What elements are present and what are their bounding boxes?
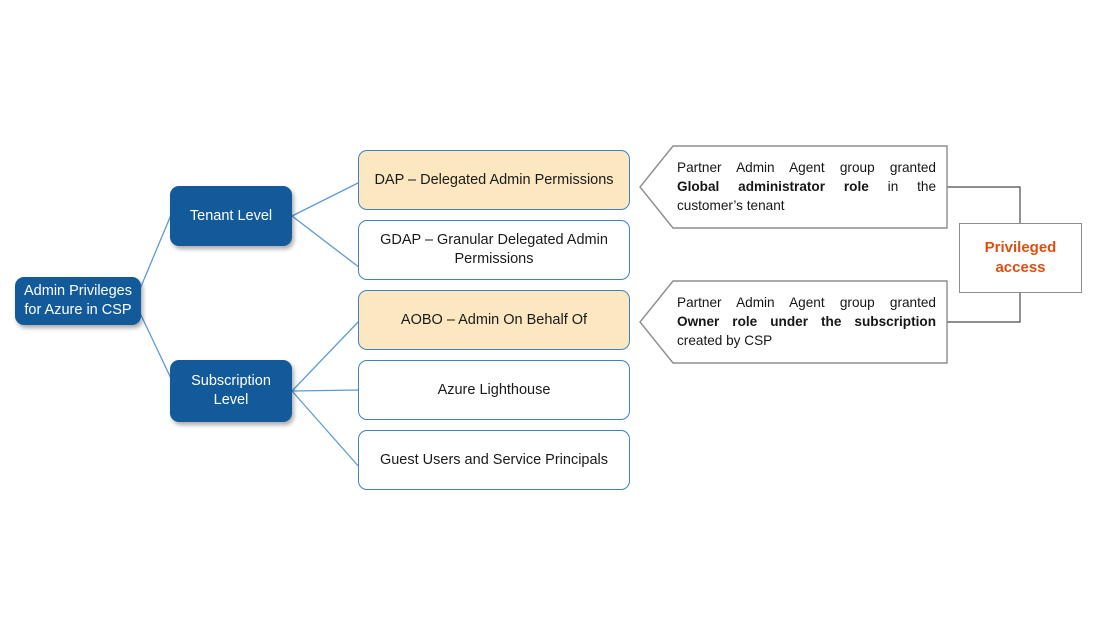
leaf-dap-label: DAP – Delegated Admin Permissions <box>374 171 614 188</box>
connector-subscription-to-guests <box>291 390 361 469</box>
node-root-line1: Admin Privileges <box>24 283 132 300</box>
leaf-guest-users-label: Guest Users and Service Principals <box>379 451 609 468</box>
leaf-aobo-label: AOBO – Admin On Behalf Of <box>400 311 588 328</box>
privileged-access-box[interactable]: Privileged access <box>959 223 1082 293</box>
callout-aobo-bold: Owner role under the subscription <box>677 313 936 329</box>
node-subscription-level-line2: Level <box>213 392 249 408</box>
leaf-azure-lighthouse[interactable]: Azure Lighthouse <box>358 360 630 420</box>
callout-aobo-text: Partner Admin Agent group granted Owner … <box>677 294 936 350</box>
connector-subscription-to-aobo <box>291 319 361 392</box>
connector-subscription-to-lighthouse <box>291 389 361 392</box>
node-tenant-level[interactable]: Tenant Level <box>170 186 292 246</box>
callout-aobo[interactable]: Partner Admin Agent group granted Owner … <box>639 280 948 364</box>
callout-dap-shape <box>639 145 948 229</box>
leaf-azure-lighthouse-label: Azure Lighthouse <box>437 381 551 398</box>
callout-aobo-shape <box>639 280 948 364</box>
node-subscription-level[interactable]: Subscription Level <box>170 360 292 422</box>
privileged-access-line2: access <box>995 259 1046 276</box>
connector-tenant-to-gdap <box>291 215 361 269</box>
node-tenant-level-text: Tenant Level <box>190 207 272 226</box>
privileged-access-text: Privileged access <box>985 238 1057 278</box>
callout-dap-text: Partner Admin Agent group granted Global… <box>677 159 936 215</box>
leaf-gdap-label: GDAP – Granular Delegated Admin Permissi… <box>380 232 608 267</box>
connector-tenant-to-dap <box>291 181 361 217</box>
leaf-gdap[interactable]: GDAP – Granular Delegated Admin Permissi… <box>358 220 630 280</box>
callout-dap-post: in the customer’s tenant <box>677 178 936 213</box>
node-root-line2: for Azure in CSP <box>24 302 132 318</box>
callout-dap[interactable]: Partner Admin Agent group granted Global… <box>639 145 948 229</box>
node-subscription-level-text: Subscription Level <box>191 372 271 409</box>
node-tenant-level-line1: Tenant Level <box>189 207 273 224</box>
leaf-aobo[interactable]: AOBO – Admin On Behalf Of <box>358 290 630 350</box>
privileged-access-line1: Privileged <box>984 239 1057 257</box>
node-root[interactable]: Admin Privileges for Azure in CSP <box>15 277 141 325</box>
leaf-guest-users[interactable]: Guest Users and Service Principals <box>358 430 630 490</box>
callout-aobo-pre: Partner Admin Agent group granted <box>677 294 936 310</box>
node-root-text: Admin Privileges for Azure in CSP <box>24 282 132 319</box>
callout-aobo-post: created by CSP <box>677 332 773 348</box>
leaf-dap[interactable]: DAP – Delegated Admin Permissions <box>358 150 630 210</box>
callout-dap-pre: Partner Admin Agent group granted <box>677 159 936 175</box>
callout-dap-bold: Global administrator role <box>677 178 869 194</box>
node-subscription-level-line1: Subscription <box>191 373 271 390</box>
